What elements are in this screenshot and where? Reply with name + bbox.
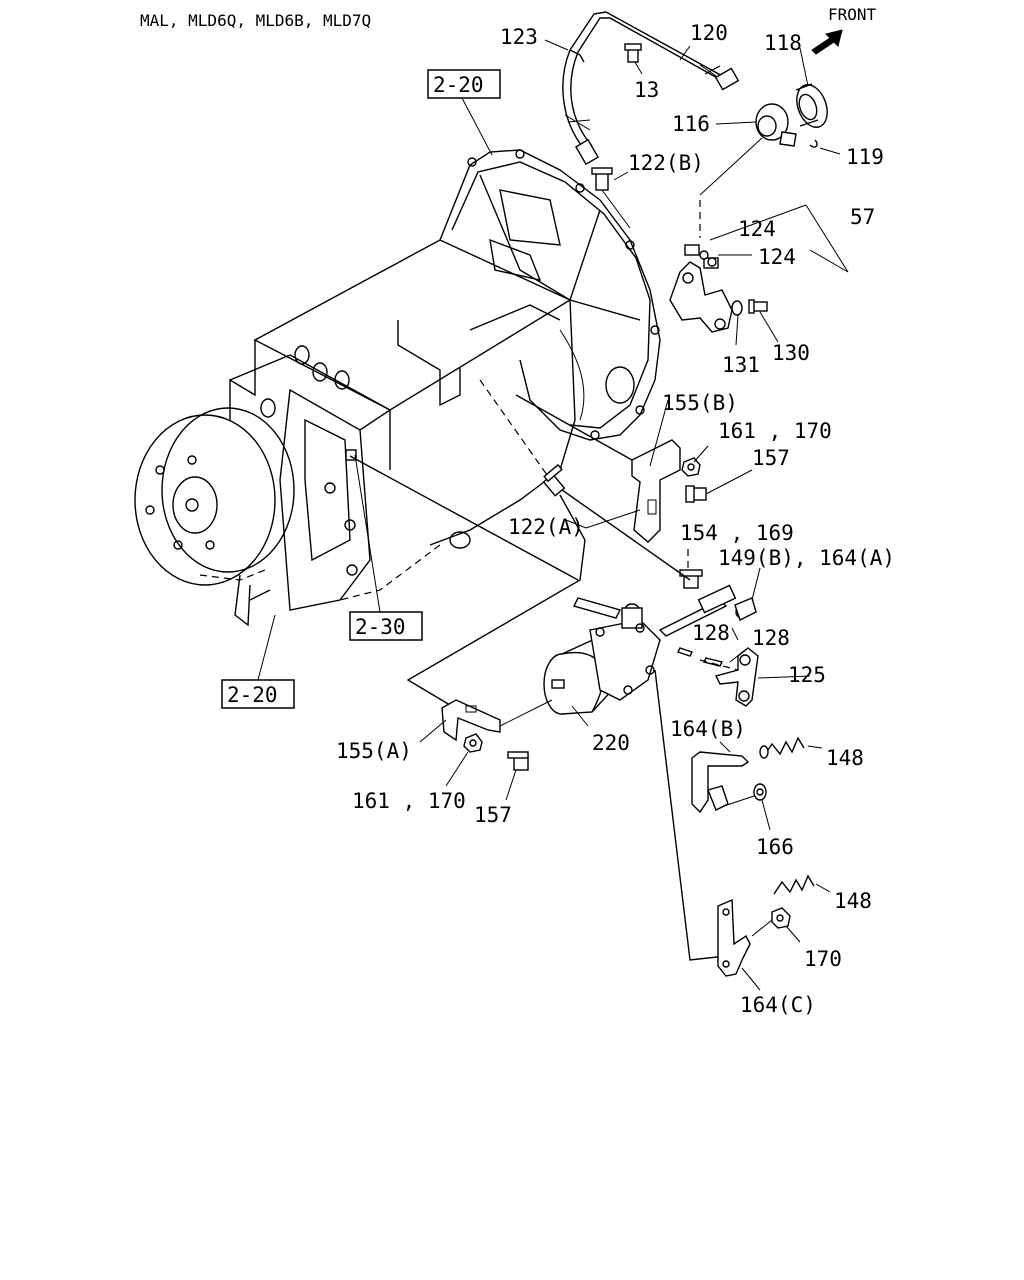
bracket-155a [441,699,501,742]
label-157-lower[interactable]: 157 [474,803,512,827]
label-124-upper[interactable]: 124 [738,217,776,241]
label-161-170-lower[interactable]: 161 , 170 [352,789,466,813]
bracket-164c [717,898,751,977]
label-122b[interactable]: 122(B) [628,151,704,175]
svg-text:2-20: 2-20 [227,683,278,707]
washer-131 [731,300,743,316]
bolt-13 [624,43,642,63]
nut-166 [753,783,767,801]
label-116[interactable]: 116 [672,112,710,136]
model-codes: MAL, MLD6Q, MLD6B, MLD7Q [140,11,371,30]
label-164b[interactable]: 164(B) [670,717,746,741]
clutch-booster-220 [543,584,757,715]
label-123[interactable]: 123 [500,25,538,49]
bolt-157-lower [507,751,529,771]
front-label: FRONT [828,5,877,24]
spring-148-lower [773,874,815,895]
ref-box-2-30[interactable]: 2-30 [349,611,423,641]
label-57[interactable]: 57 [850,205,875,229]
release-bearing-118 [795,83,828,128]
nut-170 [771,907,791,929]
label-157-upper[interactable]: 157 [752,446,790,470]
label-149b-164a[interactable]: 149(B), 164(A) [718,546,895,570]
fitting-154-169 [679,569,703,589]
svg-text:2-20: 2-20 [433,73,484,97]
label-161-170-upper[interactable]: 161 , 170 [718,419,832,443]
label-128-left[interactable]: 128 [692,621,730,645]
clutch-hose [562,11,740,166]
label-155b[interactable]: 155(B) [662,391,738,415]
label-13[interactable]: 13 [634,78,659,102]
label-164c[interactable]: 164(C) [740,993,816,1017]
label-170[interactable]: 170 [804,947,842,971]
bracket-164b [691,751,750,814]
bracket-155b [631,439,681,543]
fitting-122a [542,463,566,497]
label-125[interactable]: 125 [788,663,826,687]
bolt-130 [748,299,768,314]
label-124-lower[interactable]: 124 [758,245,796,269]
ref-box-2-20-top[interactable]: 2-20 [427,69,501,99]
bolt-157-upper [685,485,707,503]
bracket-57 [669,244,733,333]
nut-161-170-upper [681,457,701,477]
label-220[interactable]: 220 [592,731,630,755]
label-154-169[interactable]: 154 , 169 [680,521,794,545]
spring-148-upper [759,736,805,759]
fitting-122b [591,167,613,191]
transmission-assembly [134,149,661,627]
label-128-right[interactable]: 128 [752,626,790,650]
label-119[interactable]: 119 [846,145,884,169]
nut-161-170-lower [463,733,483,753]
svg-text:2-30: 2-30 [355,615,406,639]
label-131[interactable]: 131 [722,353,760,377]
label-122a[interactable]: 122(A) [508,515,584,539]
label-120[interactable]: 120 [690,21,728,45]
label-148-upper[interactable]: 148 [826,746,864,770]
ref-box-2-20-bottom[interactable]: 2-20 [221,679,295,709]
label-118[interactable]: 118 [764,31,802,55]
label-166[interactable]: 166 [756,835,794,859]
label-130[interactable]: 130 [772,341,810,365]
label-155a[interactable]: 155(A) [336,739,412,763]
label-148-lower[interactable]: 148 [834,889,872,913]
front-arrow-icon [811,29,843,55]
release-fork-116 [755,103,818,148]
pin-128 [677,647,724,667]
lever-125 [714,647,759,707]
